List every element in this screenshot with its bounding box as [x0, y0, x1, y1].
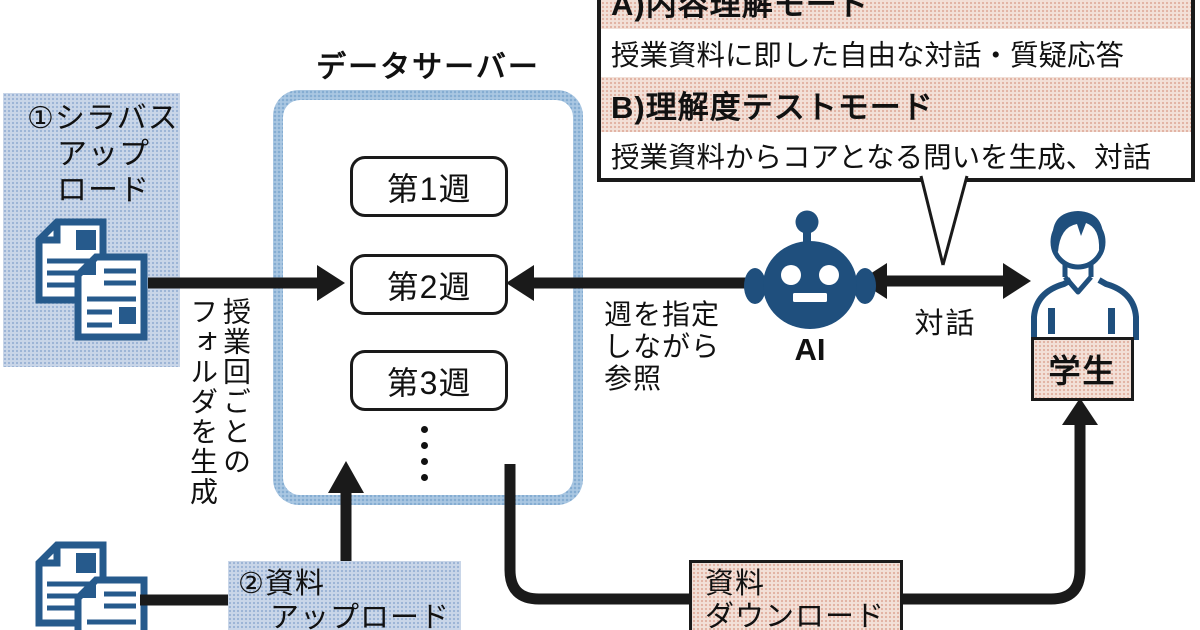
arrow-dialogue: [859, 263, 1031, 299]
folder-note-col1: 授業回ごとの: [220, 297, 251, 477]
materials-upload-line1: ②資料: [238, 568, 325, 600]
materials-download-line2: ダウンロード: [705, 601, 886, 630]
server-title: データサーバー: [316, 51, 540, 84]
mode-b-desc-row: 授業資料からコアとなる問いを生成、対話: [601, 132, 1191, 178]
syllabus-upload-line3: ロード: [57, 174, 150, 207]
weeks-ellipsis: [421, 426, 428, 481]
mode-a-desc: 授業資料に即した自由な対話・質疑応答: [611, 39, 1125, 72]
mode-a-desc-row: 授業資料に即した自由な対話・質疑応答: [601, 29, 1191, 77]
syllabus-upload-line1: ①シラバス: [27, 102, 179, 135]
syllabus-upload-line2: アップ: [57, 138, 150, 171]
documents-icon: [35, 218, 148, 341]
modes-box-tail: [919, 175, 969, 266]
week1-box: 第1週: [350, 156, 508, 217]
reference-note-line2: しながら: [604, 331, 721, 362]
materials-download-box: 資料 ダウンロード: [689, 560, 903, 630]
week2-box: 第2週: [350, 254, 508, 315]
materials-upload-label: ②資料 アップロード: [228, 561, 461, 630]
student-icon: [1031, 211, 1139, 340]
mode-b-desc: 授業資料からコアとなる問いを生成、対話: [611, 141, 1152, 174]
modes-box: A)内容理解モード 授業資料に即した自由な対話・質疑応答 B)理解度テストモード…: [597, 0, 1195, 182]
reference-note-line3: 参照: [604, 363, 663, 394]
mode-b-title: B)理解度テストモード: [611, 90, 934, 125]
week3-box: 第3週: [350, 350, 508, 411]
documents-icon-materials: [35, 541, 148, 630]
materials-download-label: 資料 ダウンロード: [692, 563, 900, 630]
materials-upload-line2: アップロード: [270, 602, 451, 630]
materials-download-line1: 資料: [705, 568, 766, 600]
reference-note-line1: 週を指定: [604, 299, 721, 330]
mode-a-title-row: A)内容理解モード: [601, 0, 1191, 29]
ai-label: AI: [794, 332, 826, 367]
student-label-box: 学生: [1031, 337, 1134, 401]
mode-b-title-row: B)理解度テストモード: [601, 77, 1191, 132]
folder-note-col2: フォルダを生成: [187, 297, 218, 507]
robot-icon: [744, 210, 876, 329]
reference-note: 週を指定 しながら 参照: [604, 299, 720, 395]
dialogue-label: 対話: [914, 308, 977, 340]
folder-note: 授業回ごとの フォルダを生成: [186, 297, 252, 537]
syllabus-upload-label: ①シラバス アップ ロード: [3, 93, 180, 209]
materials-upload-box: ②資料 アップロード: [228, 561, 461, 630]
mode-a-title: A)内容理解モード: [611, 0, 870, 22]
